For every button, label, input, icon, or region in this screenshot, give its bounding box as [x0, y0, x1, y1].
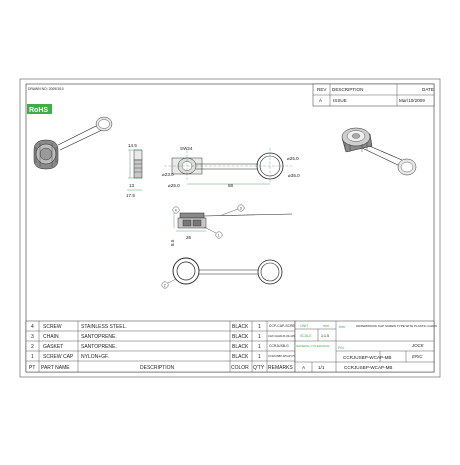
- bom-header-description: DESCRIPTION: [140, 365, 175, 371]
- dim-front-top: 14.5: [128, 143, 137, 148]
- callout-3: 3: [240, 206, 242, 210]
- rev-header: REV: [317, 87, 327, 92]
- unit-label: UNIT: [300, 324, 309, 328]
- date-header: DATE: [422, 87, 434, 92]
- dim-span: 88: [228, 183, 234, 188]
- isometric-cap-right: [341, 127, 417, 176]
- dim-front-bottom: 17.5: [126, 193, 135, 198]
- bom-row-1-remarks: CCRJUSBP-WCAP (70-130-94): [268, 354, 305, 358]
- bom-row-2-pt: 2: [31, 344, 34, 350]
- revision-block: REV DESCRIPTION DATE A ISSUE Mar/10/2009: [312, 83, 435, 107]
- bom-row-4-remarks: CCP-CAP-SCREW: [269, 324, 299, 328]
- bom-row-4-pt: 4: [31, 324, 34, 330]
- bom-header-part-name: PART NAME: [41, 365, 70, 371]
- callout-1: 1: [218, 233, 220, 237]
- drawing-note: DRAWN NO: 2009/3/10: [28, 87, 64, 91]
- section-view: 8.5 26 4 3 1: [170, 204, 293, 246]
- drawing-title: WATERPROOF CAP SCREW TYPE WITH PLASTIC C…: [356, 324, 437, 328]
- bom-row-3-qty: 1: [258, 334, 261, 340]
- bom-row-3-color: BLACK: [232, 334, 249, 340]
- checked-by: ERIC: [412, 354, 423, 359]
- bom-header-qty: Q'TY: [253, 365, 265, 371]
- part-no-label: P/N: [338, 346, 344, 350]
- unit-value: mm: [323, 324, 329, 328]
- scale-label: SCALE: [300, 334, 312, 338]
- callout-2: 2: [164, 283, 166, 287]
- title-unit-tag: mm: [339, 325, 345, 329]
- bom-row-2-desc: SANTOPRENE.: [81, 344, 117, 350]
- dim-section-w: 26: [186, 235, 192, 240]
- scale-value: 1:1.5: [321, 334, 329, 338]
- bom-header-color: COLOR: [231, 365, 249, 371]
- dim-d-right-top: ⌀25.0: [287, 156, 299, 161]
- sheet-number: 1/1: [318, 365, 325, 370]
- bom-row-1-name: SCREW CAP: [43, 354, 74, 360]
- bom-row-4-color: BLACK: [232, 324, 249, 330]
- bom-row-1-qty: 1: [258, 354, 261, 360]
- bom-row-2-remarks: CCRJUSB-G: [269, 344, 289, 348]
- rohs-label: RoHS: [29, 107, 48, 114]
- callout-4: 4: [175, 208, 177, 212]
- bom-row-1-color: BLACK: [232, 354, 249, 360]
- bom-row-1-pt: 1: [31, 354, 34, 360]
- bom-row-1-desc: NYLON+GF.: [81, 354, 109, 360]
- bom-row-2-qty: 1: [258, 344, 261, 350]
- bom-row-2-name: GASKET: [43, 344, 63, 350]
- bom-header-remarks: REMARKS: [268, 365, 293, 371]
- bom-row-3-remarks: CAP-CHAIN-B (29-125): [268, 334, 296, 338]
- drawn-by: JOCK: [411, 343, 425, 348]
- outer-frame: [19, 78, 441, 378]
- top-view: SW24 ⌀23.0 ⌀25.0 88 ⌀25.0 ⌀35.0: [162, 146, 300, 188]
- rev-date: Mar/10/2009: [399, 98, 425, 103]
- front-profile-view: 14.5 13 17.5: [126, 143, 143, 198]
- bom-row-4-desc: STAINLESS STEEL.: [81, 324, 127, 330]
- dim-sw: SW24: [180, 146, 193, 151]
- bill-of-materials: 4 SCREW STAINLESS STEEL. BLACK 1 CCP-CAP…: [25, 320, 305, 373]
- bom-header-pt: PT: [29, 365, 35, 371]
- rev-letter: A: [302, 365, 306, 370]
- bom-row-4-qty: 1: [258, 324, 261, 330]
- dim-d-right-bot: ⌀35.0: [288, 173, 300, 178]
- title-block: UNIT mm GENERAL TOLERANCE mm WATERPROOF …: [294, 320, 437, 373]
- gasket-view: 2: [161, 257, 283, 289]
- bom-row-3-name: CHAIN: [43, 334, 59, 340]
- dim-section-h: 8.5: [170, 239, 175, 246]
- tolerance-note: GENERAL TOLERANCE: [296, 344, 329, 348]
- bom-row-3-pt: 3: [31, 334, 34, 340]
- dim-front-mid: 13: [129, 183, 135, 188]
- bom-row-3-desc: SANTOPRENE.: [81, 334, 117, 340]
- dim-d-left-top: ⌀23.0: [162, 172, 174, 177]
- dim-d-left-bot: ⌀25.0: [168, 183, 180, 188]
- part-number: CCRJUSBP-WCAP-MB: [343, 355, 392, 360]
- rev-value: A: [319, 98, 323, 103]
- bom-row-4-name: SCREW: [43, 324, 62, 330]
- bom-row-2-color: BLACK: [232, 344, 249, 350]
- isometric-cap-left: [33, 116, 113, 170]
- rohs-badge: RoHS: [27, 104, 52, 114]
- description-header: DESCRIPTION: [332, 87, 363, 92]
- rev-description: ISSUE: [333, 98, 347, 103]
- bottom-part-number: CCRJUSBP-WCAP-MB: [344, 365, 393, 370]
